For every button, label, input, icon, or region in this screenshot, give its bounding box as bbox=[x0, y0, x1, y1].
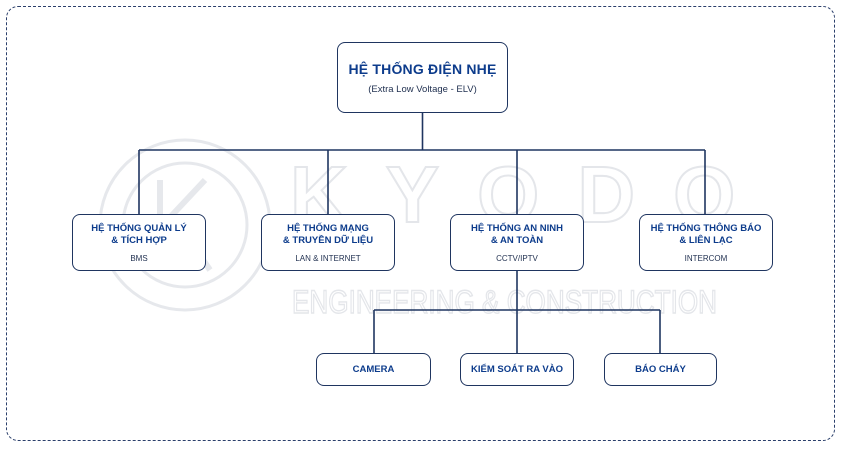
node-title-line2: & AN TOÀN bbox=[490, 235, 544, 246]
node-title-line2: & TRUYỀN DỮ LIỆU bbox=[282, 235, 374, 246]
node-tag: CCTV/IPTV bbox=[496, 253, 538, 263]
diagram-frame bbox=[6, 6, 835, 441]
node-title-line2: & TÍCH HỢP bbox=[111, 235, 167, 246]
root-title: HỆ THỐNG ĐIỆN NHẸ bbox=[348, 60, 497, 77]
node-title-line2: & LIÊN LẠC bbox=[679, 235, 733, 246]
node-tag: LAN & INTERNET bbox=[295, 253, 361, 263]
node-security: HỆ THỐNG AN NINH & AN TOÀN CCTV/IPTV bbox=[450, 214, 584, 271]
node-title-line1: HỆ THỐNG MẠNG bbox=[287, 222, 369, 234]
node-tag: BMS bbox=[130, 253, 148, 263]
node-label: CAMERA bbox=[352, 364, 395, 375]
node-title-line1: HỆ THỐNG AN NINH bbox=[470, 222, 563, 234]
watermark-tagline: ENGINEERING & CONSTRUCTION bbox=[292, 284, 717, 320]
node-network: HỆ THỐNG MẠNG & TRUYỀN DỮ LIỆU LAN & INT… bbox=[261, 214, 395, 271]
node-access-control: KIỂM SOÁT RA VÀO bbox=[460, 353, 574, 386]
node-fire-alarm: BÁO CHÁY bbox=[604, 353, 717, 386]
node-label: KIỂM SOÁT RA VÀO bbox=[470, 364, 563, 375]
node-camera: CAMERA bbox=[316, 353, 431, 386]
node-bms: HỆ THỐNG QUẢN LÝ & TÍCH HỢP BMS bbox=[72, 214, 206, 271]
node-intercom: HỆ THỐNG THÔNG BÁO & LIÊN LẠC INTERCOM bbox=[639, 214, 773, 271]
node-tag: INTERCOM bbox=[684, 253, 728, 263]
root-node-elv: HỆ THỐNG ĐIỆN NHẸ (Extra Low Voltage - E… bbox=[337, 42, 508, 113]
root-subtitle: (Extra Low Voltage - ELV) bbox=[368, 83, 477, 95]
node-title-line1: HỆ THỐNG QUẢN LÝ bbox=[91, 222, 187, 234]
node-label: BÁO CHÁY bbox=[635, 364, 686, 375]
node-title-line1: HỆ THỐNG THÔNG BÁO bbox=[650, 222, 762, 234]
